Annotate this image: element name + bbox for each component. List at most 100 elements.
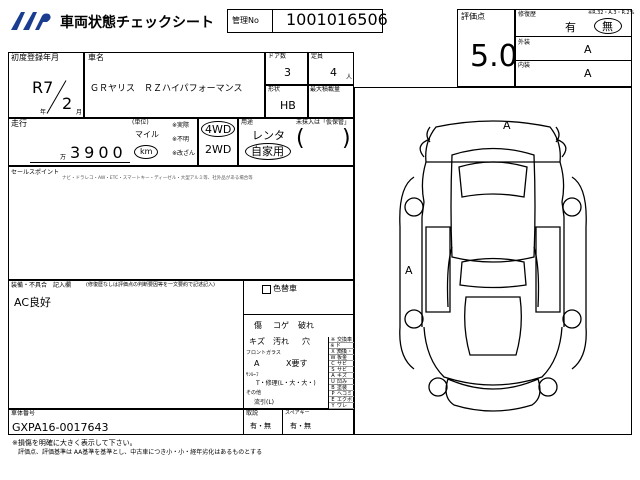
code-legend-code: U [331, 379, 335, 385]
reg-box [8, 52, 84, 118]
code-legend-desc: 板金 [337, 355, 348, 361]
sheet-title: 車両状態チェックシート [60, 15, 214, 31]
car-name-label: 車名 [88, 53, 104, 62]
code-legend-desc: ドア/・・ [335, 343, 353, 355]
exterior-label: 外装 [518, 39, 531, 46]
usage-paren-open: ( [296, 126, 305, 151]
right-meta-box [515, 9, 632, 87]
car-name-box [84, 52, 265, 118]
interior-label: 内装 [518, 62, 531, 69]
doors-label: ドア数 [268, 53, 287, 60]
code-legend-code: X [331, 349, 335, 355]
legend-r1-c1: 傷 [254, 321, 262, 330]
mileage-opt-actual: ※実際 [172, 122, 190, 129]
legend-r1-c2: コゲ [273, 321, 289, 330]
usage-circle [245, 143, 291, 160]
car-diagram [399, 120, 587, 412]
chassis-label: 車体番号 [11, 410, 36, 417]
code-legend-desc: ヘコミ [337, 391, 353, 397]
car-name: ＧＲヤリス ＲＺハイパフォーマンス [90, 84, 243, 94]
drive-box [198, 118, 238, 166]
code-legend-desc: 塗装 [337, 385, 348, 391]
code-legend-divider [328, 337, 329, 409]
code-legend-code: W [330, 355, 336, 361]
code-legend-desc: ワレ [337, 403, 348, 409]
mgmt-number: 1001016506 [286, 10, 388, 29]
spare-opts: 有・無 [290, 422, 311, 430]
legend-r2-c1: キズ [249, 337, 265, 346]
reg-label: 初度登録年月 [11, 53, 59, 62]
usage-private: 自家用 [251, 145, 284, 158]
score-box [457, 9, 515, 87]
code-legend-desc: 交換車 [337, 337, 353, 343]
equipment-box [8, 280, 354, 409]
drive-4wd: 4WD [205, 123, 232, 136]
shape-box [265, 85, 308, 118]
reg-month: 2 [62, 94, 73, 113]
spare-label: スペアキー [285, 410, 310, 416]
meta-line-2 [515, 60, 632, 61]
mileage-mile: マイル [135, 130, 159, 139]
usage-label: 用途 [241, 119, 254, 126]
equipment-label: 装備・不具合 記入欄 [11, 282, 72, 289]
code-legend-row: ※交換車 [329, 337, 354, 343]
equipment-vertical-divider [243, 280, 244, 409]
code-legend-row: ※ドア/・・ [329, 343, 354, 355]
footer-line-1: ※損傷を明確に大きく表示して下さい。 [12, 439, 137, 447]
interior-value: A [584, 67, 592, 80]
shape-value: HB [280, 99, 296, 112]
legend-r1-c3: 破れ [298, 321, 314, 330]
repair-label: 修復歴 [518, 11, 537, 18]
color-change-checkbox [262, 285, 271, 294]
other-label: その他 [246, 390, 262, 396]
sales-point-subnote: ナビ・ドラレコ・AW・ETC・スマートキー・ディーゼル・大型アルミ等、社外品があ… [62, 176, 253, 181]
mileage-value: 3900 [70, 143, 127, 162]
diagram-label-top: A [503, 119, 511, 132]
code-legend-code: B [331, 385, 335, 391]
code-legend-code: A [331, 373, 335, 379]
code-legend-desc: サビ [337, 361, 348, 367]
max-load-box [308, 85, 354, 118]
chassis-div-1 [243, 409, 244, 435]
doors-value: 3 [284, 66, 291, 79]
drive-2wd: 2WD [205, 143, 232, 156]
usage-paren-close: ) [342, 126, 351, 151]
seats-unit: 人 [346, 74, 353, 81]
mileage-opt-tampered: ※改ざん [172, 150, 196, 157]
manual-label: 取説 [246, 410, 259, 417]
chassis-div-2 [282, 409, 283, 435]
mileage-underline [30, 162, 130, 163]
equipment-note: (修復歴なしは評価点の判断要因等を一文要約で記述記入) [86, 282, 215, 288]
seats-box [308, 52, 354, 85]
color-change-label: 色替車 [273, 284, 297, 293]
exterior-value: A [584, 43, 592, 56]
mileage-km-circle [134, 145, 158, 159]
reg-year-unit: 年 [40, 109, 47, 116]
seats-label: 定員 [311, 53, 324, 60]
repair-note: ※R.32・A.3・R.2% [588, 10, 635, 16]
sunroof-label: ｻﾝﾙｰﾌ [246, 372, 259, 378]
windshield-a: A [254, 359, 260, 368]
mgmt-box [227, 9, 383, 33]
repair-circle [594, 18, 622, 34]
chassis-box [8, 409, 354, 435]
diagram-label-left: A [405, 264, 413, 277]
legend-top-line [243, 314, 354, 315]
reg-month-unit: 月 [76, 109, 83, 116]
reg-era-year: R7 [32, 78, 54, 97]
code-legend-code: S [331, 367, 335, 373]
code-legend-code: E [331, 397, 335, 403]
legend-r2-c2: 汚れ [273, 337, 289, 346]
code-legend-desc: 凹み [337, 379, 348, 385]
sunroof-note: T・修理(L・大・大・) [256, 380, 316, 387]
manual-opts: 有・無 [250, 422, 271, 430]
mgmt-label: 管理No [232, 16, 259, 25]
doors-box [265, 52, 308, 85]
